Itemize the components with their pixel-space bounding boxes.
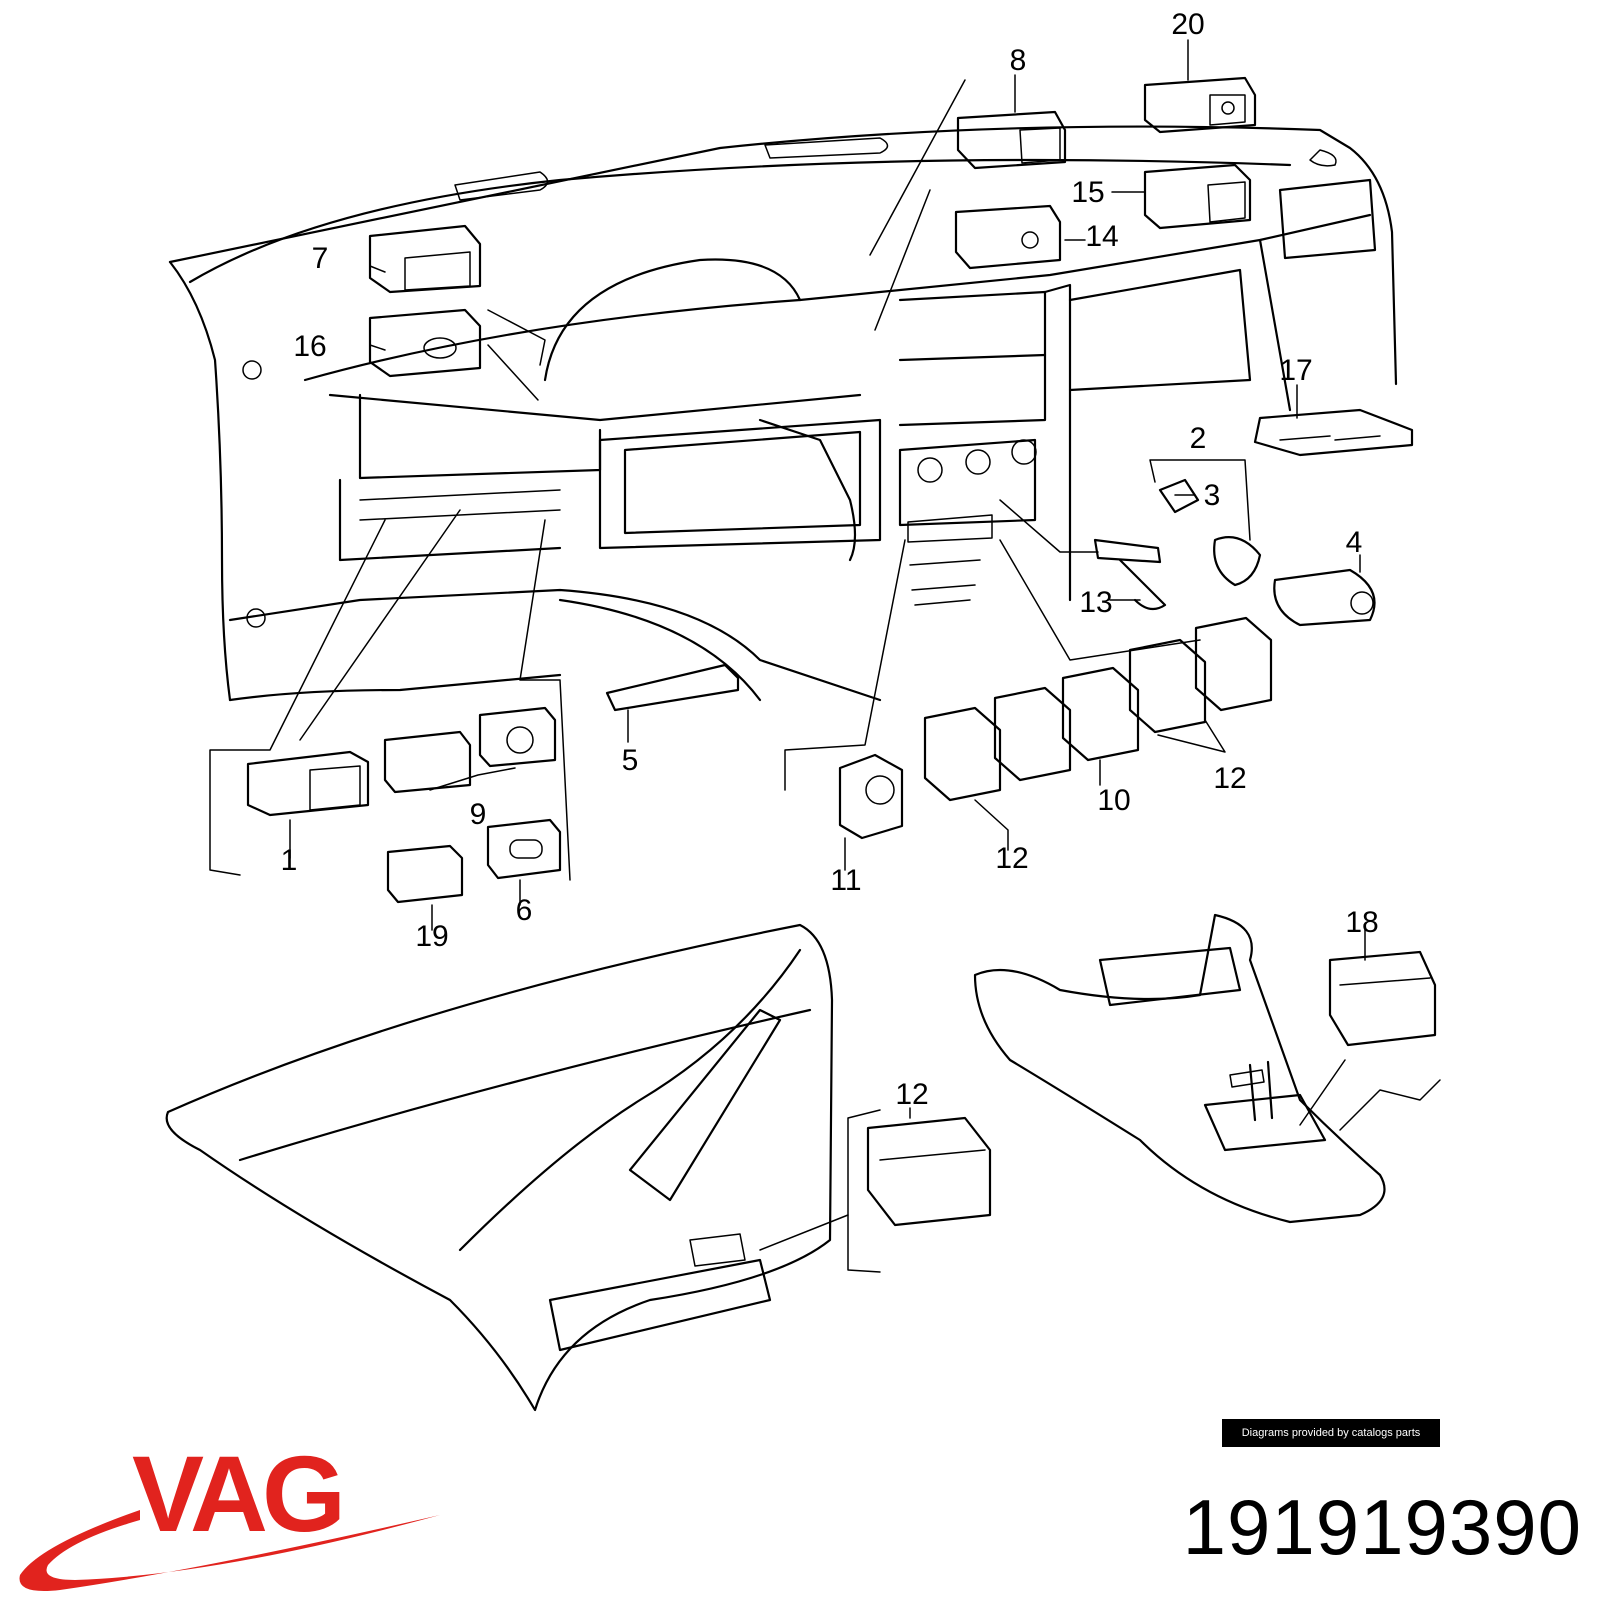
callout-8: 8 [1010,44,1027,77]
callout-9: 9 [470,798,487,831]
callout-18: 18 [1345,906,1378,939]
part-number: 191919390 [1182,1483,1582,1571]
callout-12-right: 12 [1213,762,1246,795]
callout-labels: 1 2 3 4 5 6 7 8 9 10 11 12 12 12 13 14 1… [281,8,1379,1111]
center-console [973,913,1386,1224]
callout-12-door: 12 [895,1078,928,1111]
callout-10: 10 [1097,784,1130,817]
switch-parts [246,76,1437,1227]
dashboard-outline [168,125,1398,702]
callout-2: 2 [1190,422,1207,455]
leader-lines [209,39,1441,1273]
callout-11: 11 [830,864,861,897]
callout-14: 14 [1085,220,1118,253]
callout-12-center: 12 [995,842,1028,875]
callout-7: 7 [312,242,329,275]
door-panel [165,923,834,1412]
callout-15: 15 [1071,176,1104,209]
callout-13: 13 [1079,586,1112,619]
vag-logo-text: VAG [132,1433,346,1554]
callout-6: 6 [516,894,533,927]
callout-4: 4 [1346,526,1363,559]
callout-20: 20 [1171,8,1204,41]
callout-16: 16 [293,330,326,363]
vag-logo-swoosh [19,1510,440,1591]
callout-19: 19 [415,920,448,953]
callout-17: 17 [1279,354,1312,387]
callout-3: 3 [1204,479,1221,512]
callout-5: 5 [622,744,639,777]
callout-1: 1 [281,844,298,877]
diagram-credit-badge: Diagrams provided by catalogs parts [1222,1419,1440,1447]
